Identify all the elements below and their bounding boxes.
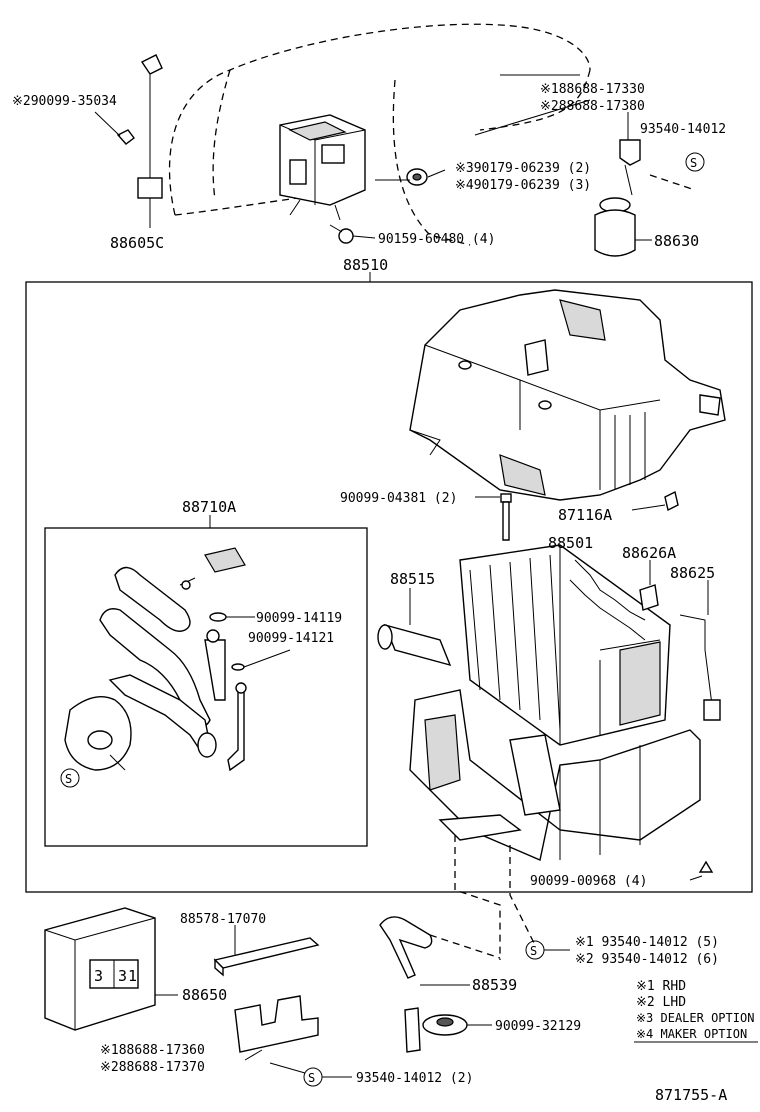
callout-90099-32129: 90099-32129 xyxy=(495,1019,581,1034)
callout-288688-17370: ※288688-17370 xyxy=(100,1060,205,1075)
expansion-valve-88515 xyxy=(377,588,452,667)
grommet-90099-32129 xyxy=(422,1014,492,1036)
cooler-case-upper xyxy=(409,289,726,501)
callout-290099-35034: ※290099-35034 xyxy=(12,94,117,109)
callout-93540-14012-2: 93540-14012 (2) xyxy=(356,1071,473,1086)
svg-text:S: S xyxy=(690,156,697,170)
callout-88510: 88510 xyxy=(343,256,388,274)
callout-188688-17330: ※188688-17330 xyxy=(540,82,645,97)
callout-88625: 88625 xyxy=(670,564,715,582)
screw-90099-00968 xyxy=(689,860,714,881)
svg-text:S: S xyxy=(65,772,72,786)
evaporator-88501 xyxy=(459,544,671,746)
dashboard-outline xyxy=(168,23,591,246)
callout-90099-14119: 90099-14119 xyxy=(256,611,342,626)
callout-88501: 88501 xyxy=(548,534,593,552)
ac-control-unit xyxy=(279,114,366,221)
legend-item-rhd: ※1 RHD xyxy=(636,979,686,994)
bracket-188688-17360 xyxy=(234,995,319,1061)
callout-87116A: 87116A xyxy=(558,506,612,524)
s-symbol-right: S xyxy=(525,940,570,960)
legend-item-dealer-option: ※3 DEALER OPTION xyxy=(636,1011,754,1025)
s-symbol-sub: S xyxy=(60,768,80,788)
display-digit-2: 3 xyxy=(118,967,127,985)
callout-88605C: 88605C xyxy=(110,234,164,252)
bolt-90099-04381 xyxy=(475,493,512,541)
callout-88515: 88515 xyxy=(390,570,435,588)
callout-188688-17360: ※188688-17360 xyxy=(100,1043,205,1058)
s-symbol-bottom: S xyxy=(269,1062,352,1087)
display-digit-3: 1 xyxy=(128,967,137,985)
clip-290099-35034 xyxy=(94,111,135,145)
diagram-id: 871755-A xyxy=(655,1086,727,1104)
cooler-case-lower xyxy=(409,689,701,861)
callout-88578-17070: 88578-17070 xyxy=(180,912,266,927)
callout-88626A: 88626A xyxy=(622,544,676,562)
callout-288688-17380: ※288688-17380 xyxy=(540,99,645,114)
legend: ※1 RHD ※2 LHD ※3 DEALER OPTION ※4 MAKER … xyxy=(634,979,758,1043)
callout-390179-06239: ※390179-06239 (2) xyxy=(455,161,591,176)
s-symbol-top: S xyxy=(685,152,705,172)
callout-90099-00968: 90099-00968 (4) xyxy=(530,874,647,889)
display-digit-1: 3 xyxy=(94,967,103,985)
thermistor-88625 xyxy=(679,580,721,721)
svg-text:S: S xyxy=(308,1071,315,1085)
callout-88539: 88539 xyxy=(472,976,517,994)
module-88650: 3 3 1 xyxy=(44,907,178,1031)
hose-88539 xyxy=(379,916,470,1053)
callout-90099-04381: 90099-04381 (2) xyxy=(340,491,457,506)
callout-490179-06239: ※490179-06239 (3) xyxy=(455,178,591,193)
pipe-set-88710A xyxy=(64,547,291,772)
assembly-frame-88510 xyxy=(25,281,753,893)
callout-88650: 88650 xyxy=(182,986,227,1004)
clip-87116A xyxy=(631,490,679,512)
callout-93540-14012-top: 93540-14012 xyxy=(640,122,726,137)
callout-90099-14121: 90099-14121 xyxy=(248,631,334,646)
callout-88710A: 88710A xyxy=(182,498,236,516)
svg-text:S: S xyxy=(530,944,537,958)
strip-88578-17070 xyxy=(213,925,320,977)
sensor-88630 xyxy=(594,197,652,257)
callout-93540-14012-5: ※1 93540-14012 (5) xyxy=(575,935,719,950)
bracket-93540-top xyxy=(619,112,696,196)
callout-88630: 88630 xyxy=(654,232,699,250)
legend-item-lhd: ※2 LHD xyxy=(636,995,686,1010)
connector-88605C xyxy=(137,54,163,228)
screw-90159-60480 xyxy=(329,224,376,244)
callout-90159-60480: 90159-60480 (4) xyxy=(378,232,495,247)
washer-390179 xyxy=(406,168,446,186)
legend-item-maker-option: ※4 MAKER OPTION xyxy=(636,1027,747,1041)
callout-93540-14012-6: ※2 93540-14012 (6) xyxy=(575,952,719,967)
clip-88626A xyxy=(639,560,659,611)
subassembly-frame-88710A xyxy=(44,527,368,847)
